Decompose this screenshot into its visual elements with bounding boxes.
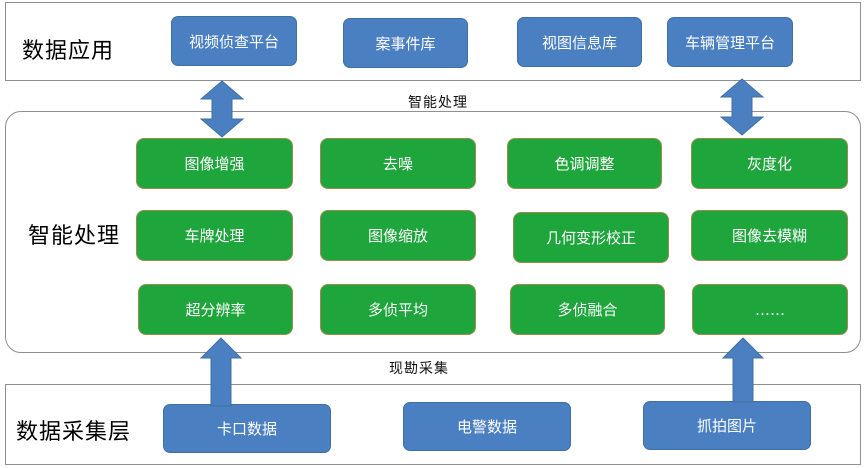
- proc-box-ellipsis: ……: [692, 284, 848, 335]
- app-box-case-library: 案事件库: [343, 18, 468, 68]
- proc-box-multiframe-average: 多侦平均: [320, 284, 476, 335]
- proc-box-image-scaling: 图像缩放: [320, 210, 476, 261]
- application-layer-label: 数据应用: [22, 39, 115, 64]
- collect-box-snapshot-images: 抓拍图片: [643, 401, 811, 450]
- app-box-view-info-library: 视图信息库: [517, 17, 642, 67]
- processing-layer-label: 智能处理: [28, 224, 121, 249]
- bidirectional-arrow-right: [719, 78, 765, 136]
- proc-box-super-resolution: 超分辨率: [138, 284, 293, 335]
- caption-intelligent-processing: 智能处理: [408, 95, 468, 111]
- app-box-video-investigation: 视频侦查平台: [171, 16, 297, 66]
- proc-box-denoise: 去噪: [320, 138, 476, 189]
- up-arrow-right: [721, 337, 765, 403]
- proc-box-image-deblur: 图像去模糊: [691, 210, 848, 261]
- proc-box-grayscale: 灰度化: [691, 138, 848, 189]
- proc-box-tone-adjust: 色调调整: [507, 138, 662, 189]
- caption-scene-collection: 现勘采集: [389, 361, 449, 377]
- proc-box-geometric-correction: 几何变形校正: [513, 212, 669, 263]
- collection-layer-label: 数据采集层: [16, 420, 132, 445]
- app-box-vehicle-platform: 车辆管理平台: [667, 17, 793, 67]
- proc-box-image-enhance: 图像增强: [136, 138, 293, 189]
- collect-box-e-police-data: 电警数据: [403, 402, 571, 451]
- collect-box-checkpoint-data: 卡口数据: [163, 404, 331, 453]
- bidirectional-arrow-left: [199, 80, 245, 138]
- up-arrow-left: [199, 337, 243, 407]
- proc-box-plate-processing: 车牌处理: [136, 210, 293, 261]
- proc-box-multiframe-fusion: 多侦融合: [510, 284, 665, 335]
